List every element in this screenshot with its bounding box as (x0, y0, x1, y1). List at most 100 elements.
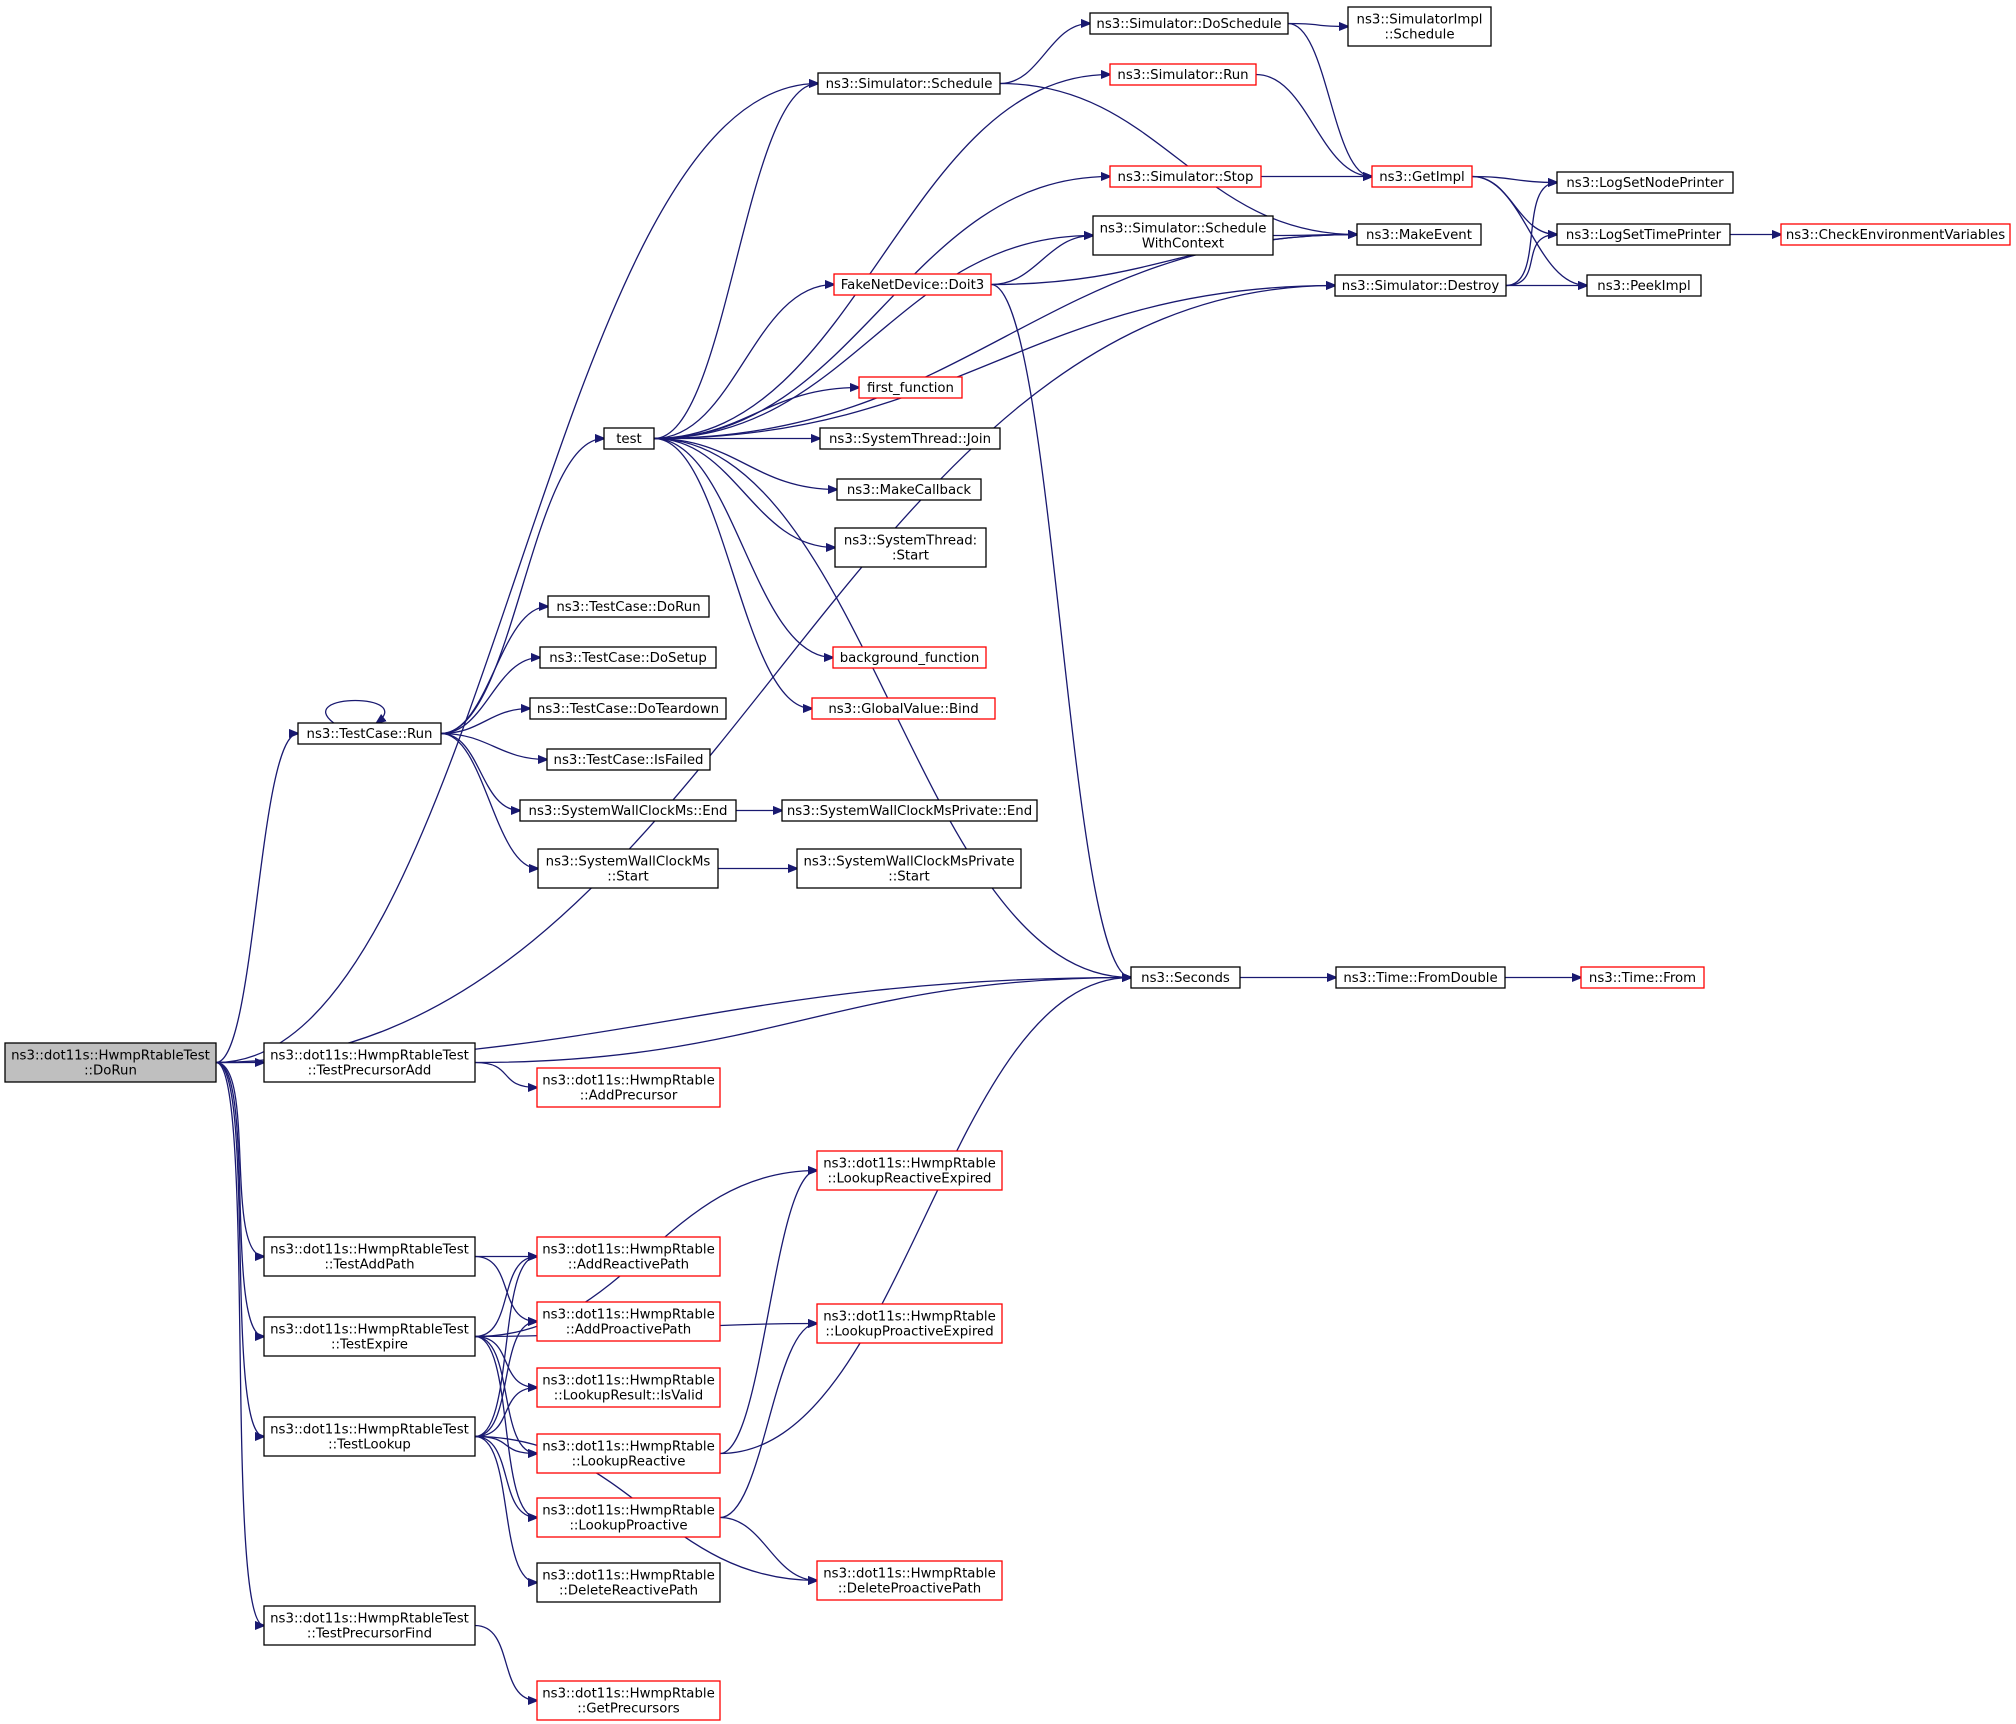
node-label-line: ns3::SystemWallClockMs (546, 855, 711, 870)
node-label-line: ::TestPrecursorFind (307, 1627, 432, 1642)
node-box (1780, 223, 2011, 246)
node-label-line: ns3::dot11s::HwmpRtable (823, 1567, 996, 1582)
node-timefrom[interactable]: ns3::Time::From (1580, 966, 1705, 989)
node-lre[interactable]: ns3::dot11s::HwmpRtable::LookupReactiveE… (816, 1150, 1003, 1191)
node-addproact[interactable]: ns3::dot11s::HwmpRtable::AddProactivePat… (536, 1301, 721, 1342)
node-precadd[interactable]: ns3::dot11s::HwmpRtableTest::TestPrecurs… (263, 1042, 476, 1083)
node-tcfailed[interactable]: ns3::TestCase::IsFailed (546, 748, 711, 771)
node-tcrun[interactable]: ns3::TestCase::Run (297, 722, 442, 745)
node-box (536, 1497, 721, 1538)
node-seconds[interactable]: ns3::Seconds (1130, 966, 1241, 989)
node-label-line: ns3::Seconds (1141, 971, 1230, 986)
node-simrun[interactable]: ns3::Simulator::Run (1109, 63, 1257, 86)
node-label-line: ::DeleteReactivePath (559, 1584, 698, 1599)
node-label-line: ns3::dot11s::HwmpRtableTest (270, 1323, 469, 1338)
edge-lproact-to-lpe (719, 1324, 817, 1519)
node-test[interactable]: test (603, 427, 655, 450)
edge-layer (215, 22, 1781, 1701)
edge-test-to-schedctx (653, 236, 1093, 440)
edge-lreact-to-seconds (719, 978, 1131, 1455)
node-join[interactable]: ns3::SystemThread::Join (819, 427, 1001, 450)
edge-tcrun-to-wcstart (440, 732, 538, 869)
node-wcstart[interactable]: ns3::SystemWallClockMs::Start (537, 848, 719, 889)
node-getimpl[interactable]: ns3::GetImpl (1371, 165, 1473, 188)
node-label-line: ns3::Simulator::Stop (1118, 170, 1254, 185)
node-lproact[interactable]: ns3::dot11s::HwmpRtable::LookupProactive (536, 1497, 721, 1538)
node-precfind[interactable]: ns3::dot11s::HwmpRtableTest::TestPrecurs… (263, 1605, 476, 1646)
node-addreact[interactable]: ns3::dot11s::HwmpRtable::AddReactivePath (536, 1236, 721, 1277)
node-label-line: ns3::TestCase::DoRun (556, 600, 700, 615)
node-box (1356, 223, 1482, 246)
edge-dorun-to-destroy (215, 286, 1335, 1064)
node-addprec[interactable]: ns3::dot11s::HwmpRtable::AddPrecursor (536, 1067, 721, 1108)
node-tcsetup[interactable]: ns3::TestCase::DoSetup (539, 646, 717, 669)
node-checkenv[interactable]: ns3::CheckEnvironmentVariables (1780, 223, 2011, 246)
node-label-line: ns3::dot11s::HwmpRtableTest (270, 1049, 469, 1064)
node-addpath[interactable]: ns3::dot11s::HwmpRtableTest::TestAddPath (263, 1236, 476, 1277)
node-box (546, 748, 711, 771)
node-box (529, 697, 727, 720)
node-lookup[interactable]: ns3::dot11s::HwmpRtableTest::TestLookup (263, 1416, 476, 1457)
node-makecb[interactable]: ns3::MakeCallback (836, 478, 982, 501)
node-box (1371, 165, 1473, 188)
node-fromdouble[interactable]: ns3::Time::FromDouble (1335, 966, 1506, 989)
edge-destroy-to-lognode (1505, 183, 1557, 287)
edge-expire-to-addreact (474, 1257, 537, 1338)
node-delproact[interactable]: ns3::dot11s::HwmpRtable::DeleteProactive… (816, 1560, 1003, 1601)
node-dosched[interactable]: ns3::Simulator::DoSchedule (1089, 12, 1289, 35)
node-sched[interactable]: ns3::Simulator::Schedule (817, 72, 1001, 95)
node-isvalid[interactable]: ns3::dot11s::HwmpRtable::LookupResult::I… (536, 1367, 721, 1408)
node-tcdorun[interactable]: ns3::TestCase::DoRun (547, 595, 710, 618)
node-box (263, 1605, 476, 1646)
edge-dorun-to-addpath (215, 1061, 264, 1257)
node-label-line: ns3::Simulator::Destroy (1342, 279, 1500, 294)
edge-dorun-to-expire (215, 1061, 264, 1337)
node-label-line: ::AddPrecursor (580, 1089, 678, 1104)
edge-expire-to-lreact (474, 1335, 537, 1454)
edge-dosched-to-getimpl (1287, 22, 1372, 177)
node-wcpstart[interactable]: ns3::SystemWallClockMsPrivate::Start (796, 848, 1022, 889)
node-label-line: ::Start (607, 870, 648, 885)
node-box (832, 646, 987, 669)
node-lognode[interactable]: ns3::LogSetNodePrinter (1556, 171, 1734, 194)
node-doit3[interactable]: FakeNetDevice::Doit3 (833, 273, 992, 296)
node-label-line: ns3::dot11s::HwmpRtableTest (270, 1612, 469, 1627)
node-label-line: ns3::Simulator::Schedule (1100, 222, 1267, 237)
node-simstop[interactable]: ns3::Simulator::Stop (1109, 165, 1262, 188)
node-label-line: ns3::dot11s::HwmpRtableTest (270, 1243, 469, 1258)
node-delreact[interactable]: ns3::dot11s::HwmpRtable::DeleteReactiveP… (536, 1562, 721, 1603)
node-peekimpl[interactable]: ns3::PeekImpl (1586, 274, 1702, 297)
node-label-line: ::DeleteProactivePath (838, 1582, 981, 1597)
node-expire[interactable]: ns3::dot11s::HwmpRtableTest::TestExpire (263, 1316, 476, 1357)
node-lpe[interactable]: ns3::dot11s::HwmpRtable::LookupProactive… (816, 1303, 1003, 1344)
edge-getimpl-to-lognode (1471, 175, 1557, 183)
node-destroy[interactable]: ns3::Simulator::Destroy (1334, 274, 1507, 297)
node-implsched[interactable]: ns3::SimulatorImpl::Schedule (1347, 6, 1492, 47)
node-box (1092, 215, 1274, 256)
node-wcpend[interactable]: ns3::SystemWallClockMsPrivate::End (781, 799, 1038, 822)
node-label-line: ns3::dot11s::HwmpRtable (542, 1308, 715, 1323)
node-makeevent[interactable]: ns3::MakeEvent (1356, 223, 1482, 246)
edge-test-to-threadstart (653, 437, 835, 548)
node-threadstart[interactable]: ns3::SystemThread::Start (834, 527, 987, 568)
node-logtime[interactable]: ns3::LogSetTimePrinter (1556, 223, 1731, 246)
node-firstfn[interactable]: first_function (858, 376, 963, 399)
node-box (1347, 6, 1492, 47)
node-label-line: ::LookupReactive (572, 1455, 686, 1470)
node-box (263, 1042, 476, 1083)
node-gvbind[interactable]: ns3::GlobalValue::Bind (811, 697, 996, 720)
node-label-line: ns3::MakeEvent (1366, 228, 1472, 243)
node-wcend[interactable]: ns3::SystemWallClockMs::End (519, 799, 737, 822)
edge-getimpl-to-peekimpl (1471, 175, 1587, 286)
node-tcteardown[interactable]: ns3::TestCase::DoTeardown (529, 697, 727, 720)
node-label-line: ::GetPrecursors (577, 1702, 680, 1717)
node-label-line: ns3::Simulator::Schedule (826, 77, 993, 92)
node-bgfn[interactable]: background_function (832, 646, 987, 669)
node-lreact[interactable]: ns3::dot11s::HwmpRtable::LookupReactive (536, 1433, 721, 1474)
edge-lproact-to-delproact (719, 1516, 817, 1581)
node-dorun[interactable]: ns3::dot11s::HwmpRtableTest::DoRun (4, 1042, 217, 1083)
node-getprec[interactable]: ns3::dot11s::HwmpRtable::GetPrecursors (536, 1680, 721, 1721)
edge-dorun-to-lookup (215, 1061, 264, 1437)
